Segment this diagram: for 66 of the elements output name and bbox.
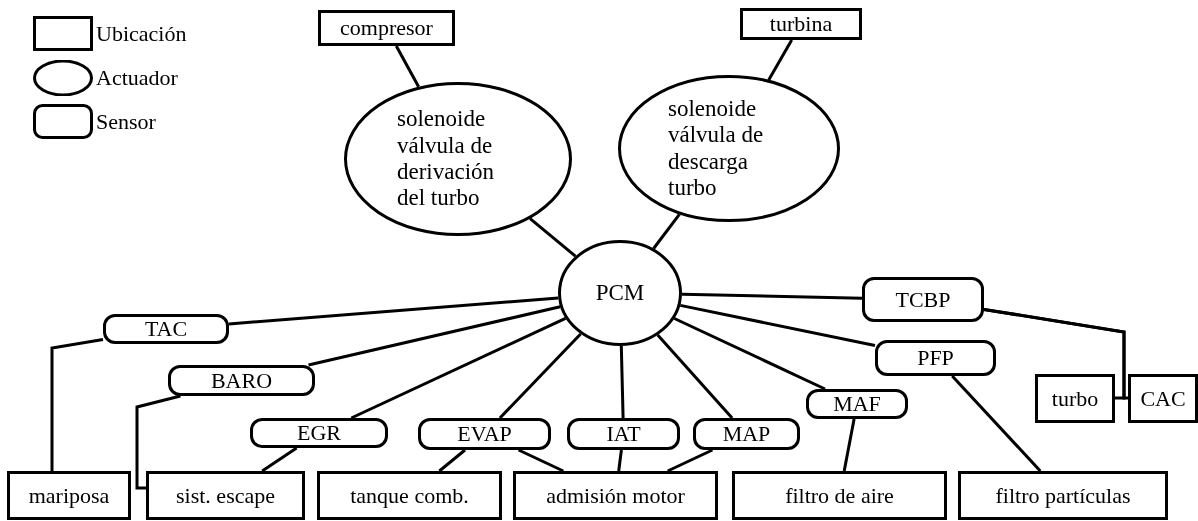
- connector-line: [767, 39, 793, 81]
- connector-line: [50, 338, 104, 471]
- node-label: sist. escape: [176, 482, 275, 509]
- node-label: EGR: [297, 420, 341, 446]
- node-label: PFP: [917, 345, 954, 371]
- connector-line: [498, 332, 582, 420]
- sensor-box: [103, 314, 229, 344]
- connector-line: [617, 449, 623, 472]
- node-label: PCM: [595, 279, 645, 307]
- sensor-box: [168, 365, 315, 396]
- node-label: filtro partículas: [995, 482, 1131, 509]
- connector-line: [667, 448, 714, 473]
- location-box: [740, 8, 862, 40]
- location-box: [317, 471, 502, 520]
- connector-line: [350, 316, 567, 420]
- connector-line: [842, 418, 856, 472]
- node-label: admisión motor: [546, 482, 685, 509]
- sensor-box: [862, 277, 984, 322]
- node-label: filtro de aire: [785, 482, 894, 509]
- connector-line: [395, 45, 420, 88]
- location-box: [958, 471, 1168, 520]
- location-box: [513, 471, 718, 520]
- node-label: TAC: [144, 316, 188, 342]
- sensor-box: [250, 418, 388, 448]
- location-box: [1128, 374, 1198, 423]
- connector-line: [517, 448, 564, 473]
- connector-line: [261, 446, 298, 473]
- node-label: turbina: [769, 11, 833, 37]
- sensor-box: [418, 418, 551, 450]
- sensor-box: [693, 418, 800, 450]
- location-box: [732, 471, 947, 520]
- location-box: [146, 471, 305, 520]
- node-label: turbo: [1051, 385, 1099, 412]
- sensor-box: [875, 340, 996, 376]
- connector-line: [951, 375, 1042, 472]
- node-label: tanque comb.: [350, 482, 469, 509]
- node-label: solenoide válvula de descarga turbo: [668, 95, 765, 202]
- node-label: solenoide válvula de derivación del turbo: [397, 106, 496, 212]
- connector-line: [652, 213, 681, 250]
- node-label: TCBP: [895, 286, 951, 313]
- node-label: EVAP: [457, 421, 512, 447]
- connector-line: [656, 334, 734, 419]
- legend-label: Ubicación: [96, 23, 187, 45]
- connector-line: [308, 305, 561, 367]
- connector-line: [438, 448, 466, 473]
- node-label: IAT: [606, 421, 641, 447]
- location-box: [318, 10, 455, 46]
- sensor-box: [567, 418, 680, 450]
- connector-line: [619, 345, 625, 419]
- node-label: compresor: [340, 15, 433, 41]
- connector-line: [135, 394, 181, 490]
- location-box: [1035, 374, 1115, 423]
- connector-line: [680, 303, 876, 347]
- node-label: mariposa: [28, 482, 110, 509]
- legend-label: Sensor: [96, 111, 156, 133]
- connector-line: [228, 296, 559, 326]
- connector-line: [681, 292, 863, 300]
- location-box: [7, 471, 131, 520]
- sensor-box: [806, 389, 908, 419]
- node-label: BARO: [210, 367, 273, 394]
- legend-label: Actuador: [96, 67, 178, 89]
- node-label: MAF: [833, 391, 881, 417]
- connector-line: [673, 317, 826, 391]
- connector-line: [529, 217, 577, 258]
- node-label: MAP: [722, 421, 771, 447]
- node-label: CAC: [1140, 385, 1186, 412]
